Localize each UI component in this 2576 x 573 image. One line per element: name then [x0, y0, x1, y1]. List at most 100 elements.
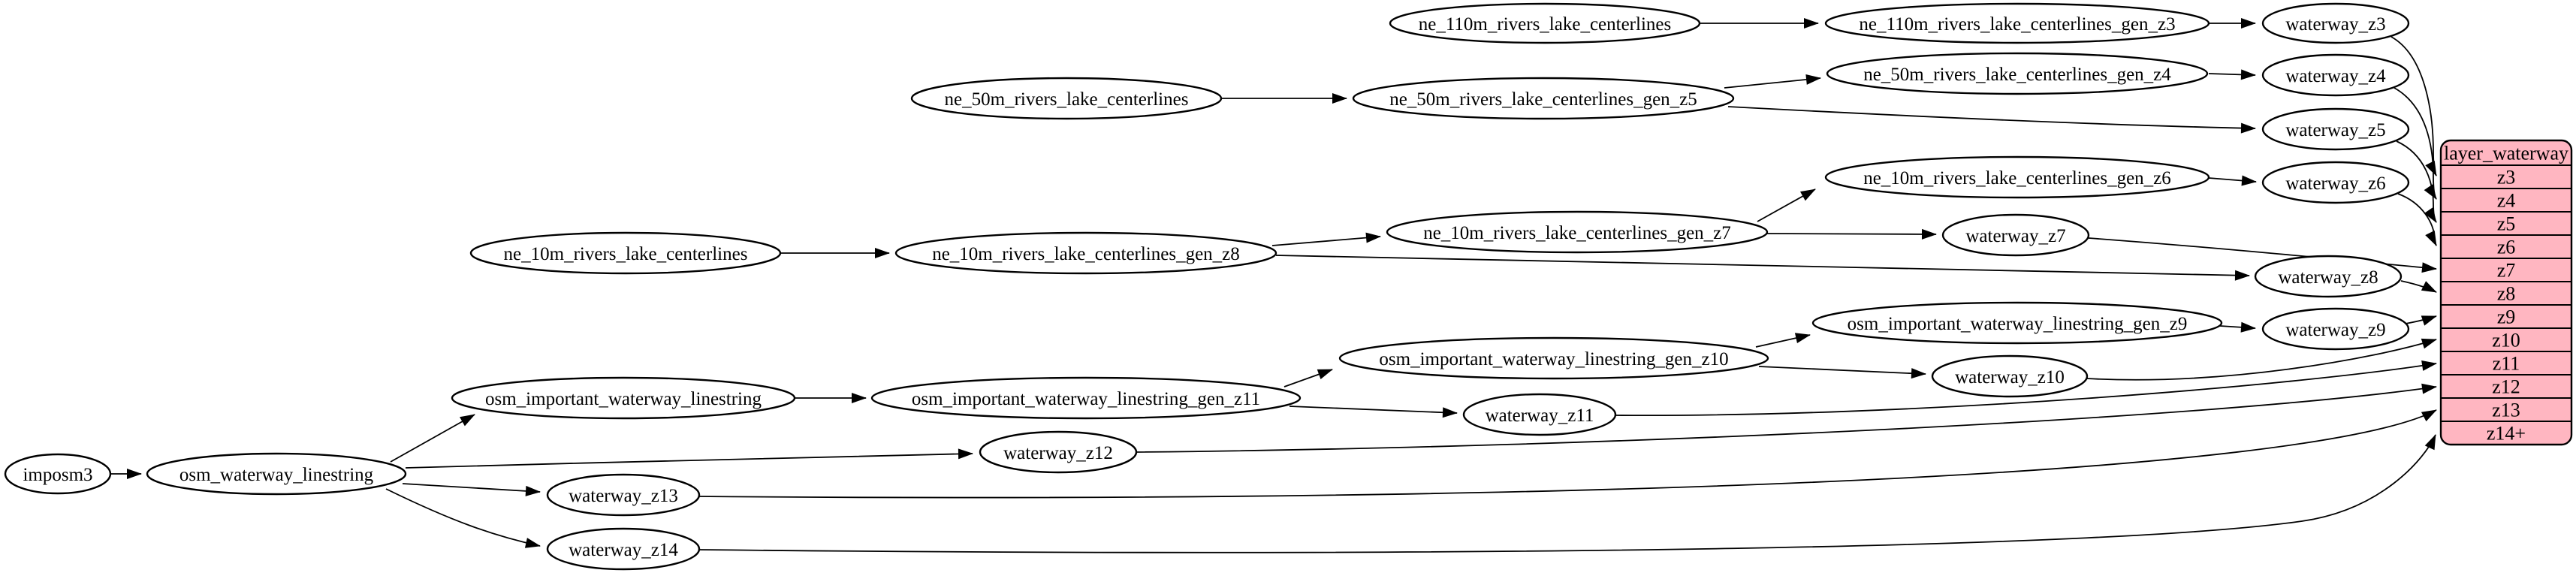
- node-ellipse-waterway_z6: [2261, 161, 2410, 204]
- node-label-osm_important_waterway_linestring_gen_z9: osm_important_waterway_linestring_gen_z9: [1848, 314, 2188, 334]
- node-label-ne_10m_rivers_lake_centerlines_gen_z7: ne_10m_rivers_lake_centerlines_gen_z7: [1423, 223, 1731, 243]
- edge-waterway_z6-to-layer_waterway.z6: [2397, 193, 2437, 246]
- node-ne_110m_rivers_lake_centerlines: ne_110m_rivers_lake_centerlines: [1389, 2, 1701, 44]
- node-ne_10m_rivers_lake_centerlines_gen_z8: ne_10m_rivers_lake_centerlines_gen_z8: [894, 231, 1277, 275]
- node-waterway_z3: waterway_z3: [2261, 2, 2410, 44]
- edge-osm_waterway_linestring-to-waterway_z12: [405, 448, 973, 469]
- node-ellipse-ne_50m_rivers_lake_centerlines: [910, 77, 1223, 120]
- node-label-ne_110m_rivers_lake_centerlines: ne_110m_rivers_lake_centerlines: [1419, 14, 1671, 35]
- edge-ne_10m_rivers_lake_centerlines_gen_z6-to-waterway_z6: [2208, 175, 2257, 186]
- node-label-waterway_z3: waterway_z3: [2285, 14, 2385, 35]
- node-ellipse-waterway_z7: [1941, 213, 2090, 257]
- node-ellipse-waterway_z8: [2254, 255, 2403, 298]
- node-ellipse-imposm3: [4, 453, 112, 495]
- node-label-ne_10m_rivers_lake_centerlines_gen_z8: ne_10m_rivers_lake_centerlines_gen_z8: [932, 244, 1240, 264]
- edge-waterway_z11-to-layer_waterway.z11: [1615, 360, 2437, 417]
- edge-ne_10m_rivers_lake_centerlines_gen_z8-to-waterway_z8: [1275, 255, 2250, 281]
- node-waterway_z5: waterway_z5: [2261, 107, 2410, 151]
- edge-waterway_z13-to-layer_waterway.z13: [698, 409, 2437, 499]
- node-osm_waterway_linestring: osm_waterway_linestring: [146, 452, 407, 496]
- edge-osm_important_waterway_linestring_gen_z9-to-waterway_z9: [2219, 321, 2256, 333]
- node-label-ne_10m_rivers_lake_centerlines: ne_10m_rivers_lake_centerlines: [504, 244, 748, 264]
- node-osm_important_waterway_linestring_gen_z11: osm_important_waterway_linestring_gen_z1…: [870, 376, 1302, 420]
- node-label-waterway_z4: waterway_z4: [2285, 66, 2386, 86]
- node-label-waterway_z14: waterway_z14: [569, 540, 678, 560]
- node-label-osm_important_waterway_linestring_gen_z10: osm_important_waterway_linestring_gen_z1…: [1379, 349, 1728, 369]
- edge-waterway_z3-to-layer_waterway.z3: [2390, 36, 2437, 176]
- node-ne_10m_rivers_lake_centerlines: ne_10m_rivers_lake_centerlines: [469, 231, 782, 275]
- edge-osm_important_waterway_linestring_gen_z11-to-waterway_z11: [1289, 406, 1458, 418]
- table-row-z7: z7: [2497, 260, 2516, 282]
- edge-waterway_z8-to-layer_waterway.z8: [2400, 280, 2437, 293]
- edge-waterway_z7-to-layer_waterway.z7: [2088, 237, 2437, 273]
- node-ellipse-osm_important_waterway_linestring_gen_z9: [1811, 301, 2223, 345]
- table-row-z4: z4: [2497, 190, 2516, 212]
- node-label-ne_50m_rivers_lake_centerlines: ne_50m_rivers_lake_centerlines: [945, 89, 1189, 110]
- node-ellipse-waterway_z4: [2261, 53, 2410, 97]
- edge-waterway_z10-to-layer_waterway.z10: [2086, 338, 2437, 381]
- node-ellipse-ne_50m_rivers_lake_centerlines_gen_z5: [1352, 77, 1735, 120]
- node-waterway_z14: waterway_z14: [546, 527, 701, 571]
- node-ellipse-osm_waterway_linestring: [146, 452, 407, 496]
- edge-ne_50m_rivers_lake_centerlines_gen_z5-to-waterway_z5: [1727, 106, 2256, 134]
- table-row-z3: z3: [2497, 167, 2516, 188]
- node-imposm3: imposm3: [4, 453, 112, 495]
- edge-ne_10m_rivers_lake_centerlines_gen_z8-to-ne_10m_rivers_lake_centerlines_gen_z7: [1271, 232, 1381, 246]
- table-row-z14+: z14+: [2487, 423, 2526, 445]
- edges-layer: [111, 18, 2437, 553]
- edge-osm_important_waterway_linestring_gen_z11-to-osm_important_waterway_linestring_gen_z10: [1283, 369, 1333, 388]
- node-ellipse-waterway_z11: [1462, 393, 1617, 436]
- node-ellipse-waterway_z10: [1931, 354, 2089, 398]
- node-ellipse-osm_important_waterway_linestring_gen_z11: [870, 376, 1302, 420]
- node-ellipse-ne_50m_rivers_lake_centerlines_gen_z4: [1826, 52, 2209, 95]
- table-row-z8: z8: [2497, 283, 2516, 305]
- node-label-ne_10m_rivers_lake_centerlines_gen_z6: ne_10m_rivers_lake_centerlines_gen_z6: [1863, 168, 2171, 188]
- node-ne_50m_rivers_lake_centerlines_gen_z4: ne_50m_rivers_lake_centerlines_gen_z4: [1826, 52, 2209, 95]
- node-waterway_z8: waterway_z8: [2254, 255, 2403, 298]
- edge-osm_important_waterway_linestring_gen_z10-to-osm_important_waterway_linestring_gen_z9: [1755, 333, 1811, 348]
- node-ne_10m_rivers_lake_centerlines_gen_z7: ne_10m_rivers_lake_centerlines_gen_z7: [1386, 210, 1769, 254]
- node-label-waterway_z5: waterway_z5: [2285, 120, 2385, 140]
- node-label-ne_110m_rivers_lake_centerlines_gen_z3: ne_110m_rivers_lake_centerlines_gen_z3: [1859, 14, 2175, 35]
- table-layer_waterway: layer_waterwayz3z4z5z6z7z8z9z10z11z12z13…: [2439, 139, 2573, 446]
- node-ne_110m_rivers_lake_centerlines_gen_z3: ne_110m_rivers_lake_centerlines_gen_z3: [1824, 2, 2210, 44]
- node-ellipse-ne_110m_rivers_lake_centerlines: [1389, 2, 1701, 44]
- node-waterway_z6: waterway_z6: [2261, 161, 2410, 204]
- edge-waterway_z12-to-layer_waterway.z12: [1136, 383, 2437, 453]
- node-ellipse-ne_110m_rivers_lake_centerlines_gen_z3: [1824, 2, 2210, 44]
- node-label-waterway_z11: waterway_z11: [1486, 406, 1594, 426]
- node-label-osm_waterway_linestring: osm_waterway_linestring: [179, 465, 374, 485]
- node-waterway_z12: waterway_z12: [979, 430, 1138, 474]
- edge-waterway_z4-to-layer_waterway.z4: [2394, 87, 2437, 200]
- node-label-osm_important_waterway_linestring: osm_important_waterway_linestring: [485, 389, 762, 409]
- node-ellipse-osm_important_waterway_linestring: [451, 376, 796, 420]
- nodes-layer: imposm3 osm_waterway_linestring waterway_z…: [4, 2, 2410, 571]
- table-row-z12: z12: [2492, 376, 2520, 398]
- node-waterway_z11: waterway_z11: [1462, 393, 1617, 436]
- table-body: [2439, 139, 2573, 446]
- edge-waterway_z9-to-layer_waterway.z9: [2405, 315, 2437, 326]
- table-row-z11: z11: [2493, 353, 2520, 375]
- node-ellipse-ne_10m_rivers_lake_centerlines_gen_z8: [894, 231, 1277, 275]
- edge-ne_50m_rivers_lake_centerlines_gen_z5-to-ne_50m_rivers_lake_centerlines_gen_z4: [1724, 74, 1821, 89]
- node-ne_50m_rivers_lake_centerlines: ne_50m_rivers_lake_centerlines: [910, 77, 1223, 120]
- node-ellipse-ne_10m_rivers_lake_centerlines_gen_z7: [1386, 210, 1769, 254]
- table-row-z9: z9: [2497, 306, 2516, 328]
- node-ellipse-waterway_z3: [2261, 2, 2410, 44]
- node-label-waterway_z12: waterway_z12: [1003, 443, 1113, 463]
- edge-ne_10m_rivers_lake_centerlines_gen_z7-to-ne_10m_rivers_lake_centerlines_gen_z6: [1757, 188, 1816, 222]
- node-waterway_z10: waterway_z10: [1931, 354, 2089, 398]
- node-label-waterway_z6: waterway_z6: [2285, 173, 2385, 194]
- node-waterway_z7: waterway_z7: [1941, 213, 2090, 257]
- node-waterway_z9: waterway_z9: [2261, 307, 2410, 351]
- node-label-waterway_z9: waterway_z9: [2285, 320, 2385, 340]
- node-label-waterway_z7: waterway_z7: [1965, 226, 2065, 246]
- node-ellipse-ne_10m_rivers_lake_centerlines: [469, 231, 782, 275]
- node-ellipse-osm_important_waterway_linestring_gen_z10: [1338, 336, 1769, 380]
- edge-ne_50m_rivers_lake_centerlines_gen_z4-to-waterway_z4: [2208, 69, 2256, 80]
- node-label-imposm3: imposm3: [23, 465, 92, 485]
- table-row-z13: z13: [2492, 400, 2520, 421]
- node-osm_important_waterway_linestring: osm_important_waterway_linestring: [451, 376, 796, 420]
- node-ellipse-waterway_z9: [2261, 307, 2410, 351]
- node-waterway_z13: waterway_z13: [546, 473, 701, 517]
